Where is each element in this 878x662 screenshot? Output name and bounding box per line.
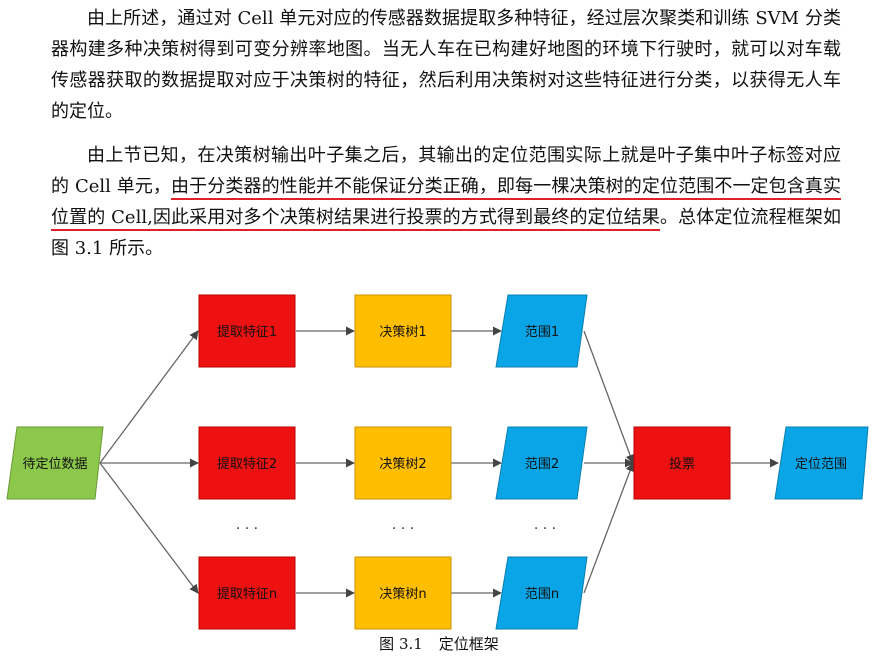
edge-rangen-vote <box>583 462 635 594</box>
ellipsis-ranges: · · · <box>534 521 556 537</box>
edge-input-feature1 <box>99 330 199 464</box>
tree-node-2: 决策树2 <box>354 426 452 500</box>
feature-n-shape <box>198 556 296 630</box>
tree-1-shape <box>354 294 452 368</box>
vote-label: 投票 <box>669 456 695 472</box>
tree-2-shape <box>354 426 452 500</box>
range-1-shape <box>495 294 588 368</box>
paragraph-2-end: 。总体定位流程框架如图 3.1 所示。 <box>51 207 841 259</box>
tree-2-label: 决策树2 <box>379 456 426 472</box>
tree-node-1: 决策树1 <box>354 294 452 368</box>
range-node-2: 范围2 <box>495 426 588 500</box>
input-shape <box>6 426 104 500</box>
tree-1-label: 决策树1 <box>379 324 426 340</box>
paragraph-1: 由上所述，通过对 Cell 单元对应的传感器数据提取多种特征，经过层次聚类和训练… <box>51 8 841 122</box>
edge-input-featuren <box>99 462 199 594</box>
output-shape <box>774 426 869 500</box>
connector-lines <box>99 326 779 598</box>
tree-n-label: 决策树n <box>379 586 426 602</box>
localization-framework-diagram: 待定位数据 提取特征1 提取特征2 提取特征n 决策树1 决策树2 决策树n 范… <box>6 294 869 630</box>
feature-2-label: 提取特征2 <box>217 456 277 472</box>
range-n-shape <box>495 556 588 630</box>
figure-caption: 图 3.1 定位框架 <box>0 633 878 654</box>
input-data-node: 待定位数据 <box>6 426 104 500</box>
tree-node-n: 决策树n <box>354 556 452 630</box>
feature-node-2: 提取特征2 <box>198 426 296 500</box>
range-2-label: 范围2 <box>525 457 559 472</box>
ellipsis-features: · · · <box>236 521 258 537</box>
feature-node-n: 提取特征n <box>198 556 296 630</box>
paragraph-2-text: 由上节已知，在决策树输出叶子集之后，其输出的定位范围实际上就是叶子集中叶子标签对… <box>51 145 841 197</box>
feature-node-1: 提取特征1 <box>198 294 296 368</box>
feature-2-shape <box>198 426 296 500</box>
figure-number: 图 3.1 <box>379 635 423 653</box>
ellipsis-trees: · · · <box>392 521 414 537</box>
range-1-label: 范围1 <box>525 325 559 340</box>
output-node: 定位范围 <box>774 426 869 500</box>
edge-range1-vote <box>583 330 635 464</box>
input-label: 待定位数据 <box>22 457 87 472</box>
feature-n-label: 提取特征n <box>217 586 277 602</box>
output-label: 定位范围 <box>795 457 847 472</box>
figure-title: 定位框架 <box>438 635 499 653</box>
range-2-shape <box>495 426 588 500</box>
range-n-label: 范围n <box>525 587 559 602</box>
feature-1-shape <box>198 294 296 368</box>
paragraph-2: 由上节已知，在决策树输出叶子集之后，其输出的定位范围实际上就是叶子集中叶子标签对… <box>51 140 841 264</box>
underlined-sentence: 由于分类器的性能并不能保证分类正确，即每一棵决策树的定位范围不一定包含真实位置的… <box>51 176 841 228</box>
feature-1-label: 提取特征1 <box>217 324 277 340</box>
vote-node: 投票 <box>633 426 731 500</box>
tree-n-shape <box>354 556 452 630</box>
range-node-n: 范围n <box>495 556 588 630</box>
range-node-1: 范围1 <box>495 294 588 368</box>
vote-shape <box>633 426 731 500</box>
